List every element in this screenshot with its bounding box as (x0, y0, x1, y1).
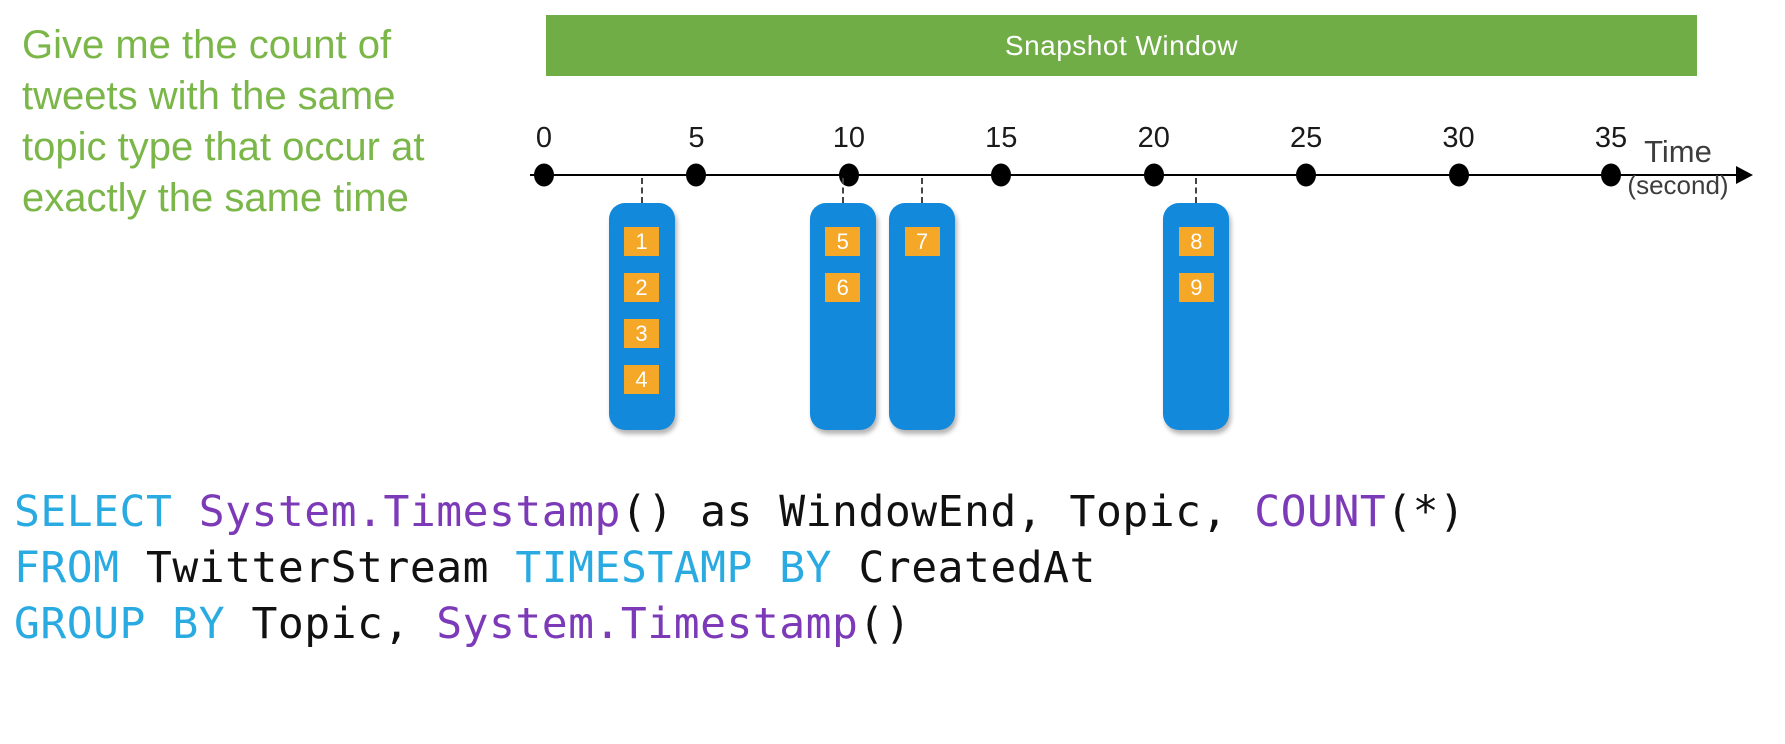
axis-label-unit: (second) (1627, 170, 1729, 200)
tick-dot (1296, 163, 1317, 187)
group-connector-dash (921, 178, 924, 203)
event-box: 9 (1178, 273, 1214, 302)
axis-label-time: Time (1644, 134, 1712, 169)
event-group: 7 (889, 203, 956, 430)
sql-code-line: SELECT System.Timestamp() as WindowEnd, … (14, 484, 1465, 540)
banner-label: Snapshot Window (1004, 29, 1239, 61)
axis-label: Time (second) (1627, 134, 1728, 200)
tick-dot (534, 163, 554, 187)
sql-code-block: SELECT System.Timestamp() as WindowEnd, … (14, 484, 1465, 652)
sql-token-plain: () (858, 599, 912, 649)
sql-token-plain (172, 487, 198, 537)
sql-token-keyword: SELECT (14, 487, 173, 537)
sql-token-function: System.Timestamp (436, 599, 859, 649)
tick-dot (1143, 163, 1164, 187)
sql-token-plain: (*) (1386, 487, 1466, 537)
sql-token-plain: TwitterStream (119, 543, 516, 593)
tick-label: 5 (688, 122, 705, 154)
event-box: 8 (1178, 227, 1214, 256)
tick-label: 0 (535, 122, 553, 154)
tick-label: 25 (1290, 122, 1323, 154)
group-connector-dash (640, 178, 643, 203)
sql-token-keyword: GROUP BY (14, 599, 226, 649)
question-text: Give me the count of tweets with the sam… (22, 23, 425, 220)
tick-dot (686, 163, 707, 187)
snapshot-window-banner: Snapshot Window (546, 15, 1697, 76)
sql-token-keyword: TIMESTAMP BY (515, 543, 833, 593)
tick-dot (1601, 163, 1621, 187)
event-box: 2 (624, 273, 660, 302)
tick-label: 10 (832, 122, 865, 154)
sql-token-function: System.Timestamp (198, 487, 621, 537)
timeline-axis (530, 174, 1737, 176)
sql-code-line: FROM TwitterStream TIMESTAMP BY CreatedA… (14, 540, 1465, 596)
tick-label: 30 (1442, 122, 1475, 154)
tick-label: 15 (985, 122, 1018, 154)
event-box: 4 (624, 365, 660, 394)
group-connector-dash (1195, 178, 1198, 203)
sql-code-line: GROUP BY Topic, System.Timestamp() (14, 596, 1465, 652)
tick-dot (991, 163, 1012, 187)
event-group: 1 2 3 4 (608, 203, 675, 430)
tick-label: 35 (1594, 122, 1628, 154)
sql-token-function: COUNT (1254, 487, 1387, 537)
timeline-arrowhead-icon (1736, 166, 1753, 184)
sql-token-plain: () as WindowEnd, Topic, (620, 487, 1255, 537)
sql-token-plain: CreatedAt (832, 543, 1096, 593)
sql-token-plain: Topic, (225, 599, 437, 649)
tick-dot (838, 163, 859, 187)
event-box: 1 (624, 227, 660, 256)
tick-dot (1448, 163, 1469, 187)
event-box: 6 (825, 273, 861, 302)
tick-label: 20 (1137, 122, 1170, 154)
event-box: 7 (904, 227, 940, 256)
group-connector-dash (841, 178, 844, 203)
event-box: 3 (624, 319, 660, 348)
event-box: 5 (825, 227, 861, 256)
sql-token-keyword: FROM (14, 543, 120, 593)
